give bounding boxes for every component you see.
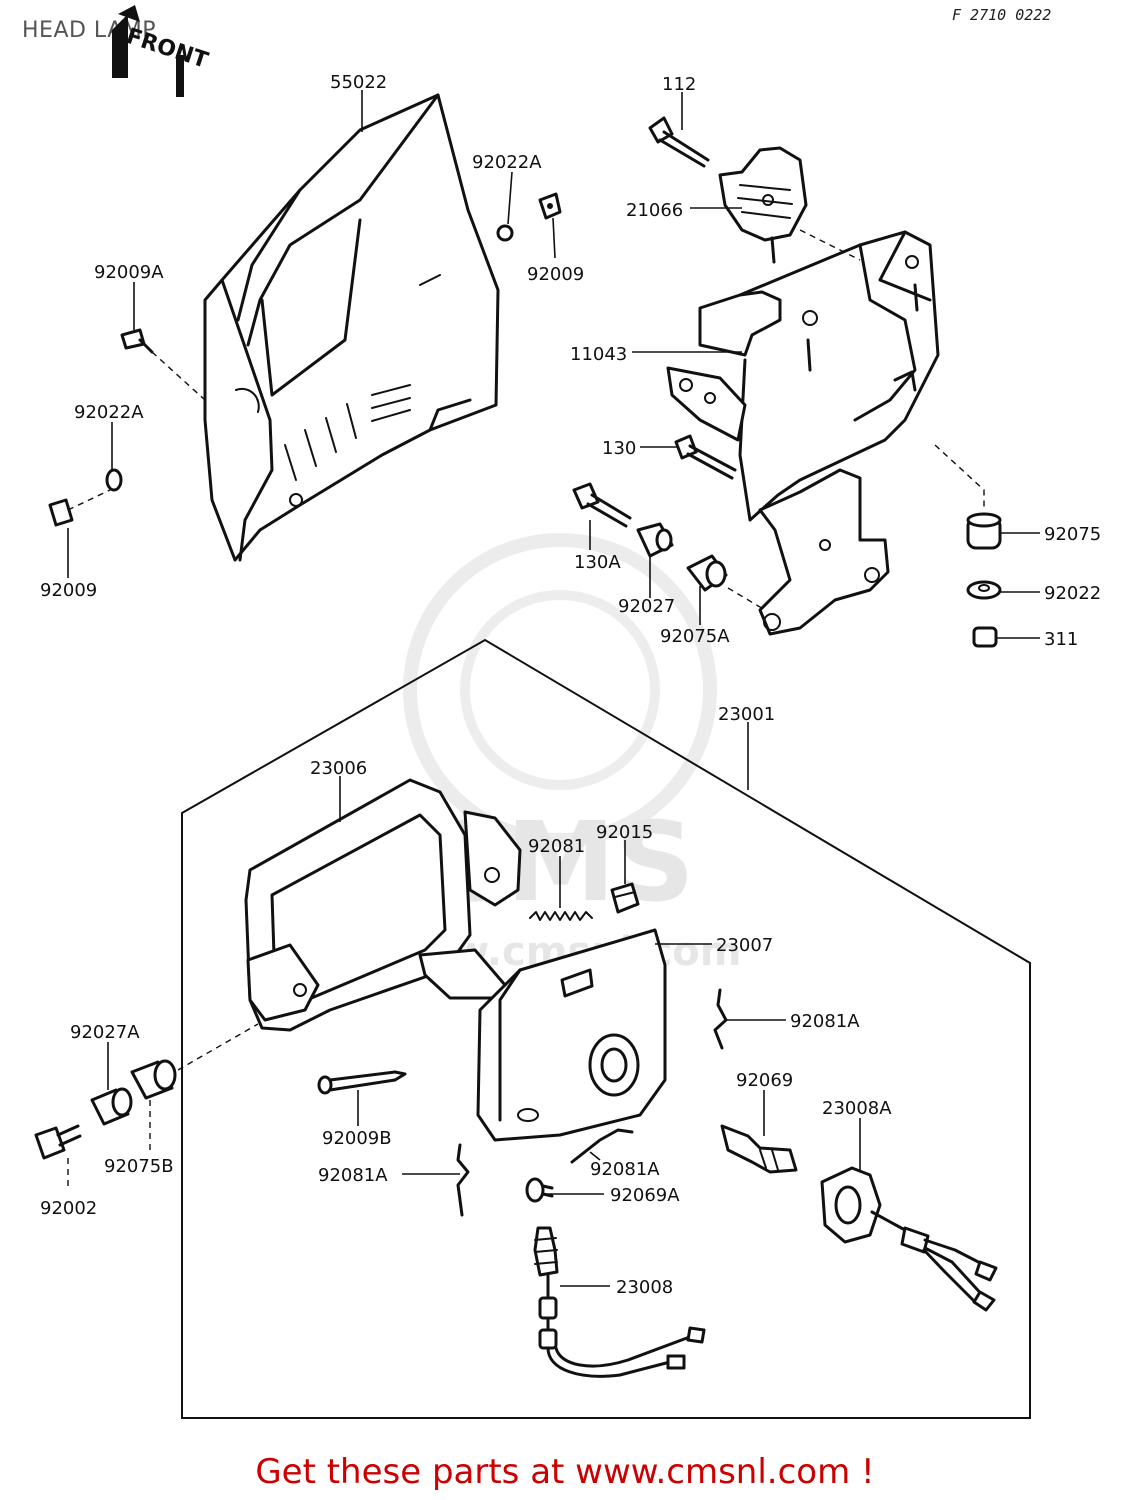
label-92069: 92069 bbox=[736, 1070, 793, 1091]
label-23006: 23006 bbox=[310, 758, 367, 779]
label-92027: 92027 bbox=[618, 596, 675, 617]
clip-92081A-left bbox=[456, 1143, 470, 1217]
cover-fasteners bbox=[48, 192, 562, 527]
washer-92022 bbox=[966, 580, 1002, 600]
label-92009B: 92009B bbox=[322, 1128, 392, 1149]
label-23001: 23001 bbox=[718, 704, 775, 725]
collar-92027A bbox=[90, 1087, 133, 1126]
screw-92009B bbox=[317, 1070, 407, 1095]
clip-92081A-mid bbox=[570, 1128, 634, 1164]
label-21066: 21066 bbox=[626, 200, 683, 221]
collar-92027 bbox=[636, 522, 674, 558]
label-23007: 23007 bbox=[716, 935, 773, 956]
screw-92002 bbox=[34, 1124, 82, 1160]
promo-link-text[interactable]: Get these parts at www.cmsnl.com ! bbox=[255, 1452, 875, 1492]
clip-92081A-right bbox=[713, 988, 728, 1050]
damper-92075A bbox=[686, 554, 766, 611]
label-92081A-right: 92081A bbox=[790, 1011, 860, 1032]
assembly-frame-23001 bbox=[181, 638, 1031, 1419]
label-92009-left: 92009 bbox=[40, 580, 97, 601]
label-92022: 92022 bbox=[1044, 583, 1101, 604]
label-92069A: 92069A bbox=[610, 1185, 680, 1206]
damper-92075B bbox=[130, 1059, 177, 1100]
label-92002: 92002 bbox=[40, 1198, 97, 1219]
bracket-11043 bbox=[666, 230, 940, 636]
adjuster-92015 bbox=[610, 882, 640, 914]
label-92009A: 92009A bbox=[94, 262, 164, 283]
front-label: FRONT bbox=[123, 24, 211, 74]
washer-92022A-left bbox=[105, 468, 123, 492]
bolt-130A bbox=[572, 482, 632, 528]
label-130A: 130A bbox=[574, 552, 621, 573]
label-130: 130 bbox=[602, 438, 636, 459]
bolt-112 bbox=[648, 116, 710, 168]
label-92075B: 92075B bbox=[104, 1156, 174, 1177]
label-92075: 92075 bbox=[1044, 524, 1101, 545]
bulb-92069 bbox=[720, 1124, 798, 1174]
label-23008: 23008 bbox=[616, 1277, 673, 1298]
label-92081A-left: 92081A bbox=[318, 1165, 388, 1186]
label-23008A: 23008A bbox=[822, 1098, 892, 1119]
washer-92022A-top bbox=[496, 224, 514, 242]
label-55022: 55022 bbox=[330, 72, 387, 93]
label-92022A-top: 92022A bbox=[472, 152, 542, 173]
bulb-92069A bbox=[525, 1177, 554, 1203]
damper-92075 bbox=[966, 512, 1002, 550]
socket-23008 bbox=[533, 1226, 706, 1378]
label-92081: 92081 bbox=[528, 836, 585, 857]
label-92027A: 92027A bbox=[70, 1022, 140, 1043]
label-11043: 11043 bbox=[570, 344, 627, 365]
label-92015: 92015 bbox=[596, 822, 653, 843]
bolt-92009-left bbox=[48, 498, 74, 527]
socket-23008A bbox=[820, 1166, 998, 1312]
headlamp-cover-55022 bbox=[203, 93, 500, 562]
front-arrow-icon: FRONT bbox=[112, 5, 211, 97]
label-92022A-left: 92022A bbox=[74, 402, 144, 423]
label-92009-top: 92009 bbox=[527, 264, 584, 285]
label-92075A: 92075A bbox=[660, 626, 730, 647]
leader-lines bbox=[67, 90, 1040, 1287]
page-title: HEAD LAMP bbox=[22, 18, 156, 43]
label-92081A-mid: 92081A bbox=[590, 1159, 660, 1180]
spring-92081 bbox=[529, 911, 593, 921]
headlamp-unit-23007 bbox=[476, 928, 667, 1142]
headlamp-rim-23006 bbox=[244, 778, 522, 1032]
bolt-130 bbox=[674, 434, 737, 480]
label-112: 112 bbox=[662, 74, 696, 95]
nut-311 bbox=[972, 626, 998, 648]
label-311: 311 bbox=[1044, 629, 1078, 650]
reference-code: F 2710 0222 bbox=[952, 6, 1052, 24]
bracket-21066 bbox=[718, 146, 861, 264]
